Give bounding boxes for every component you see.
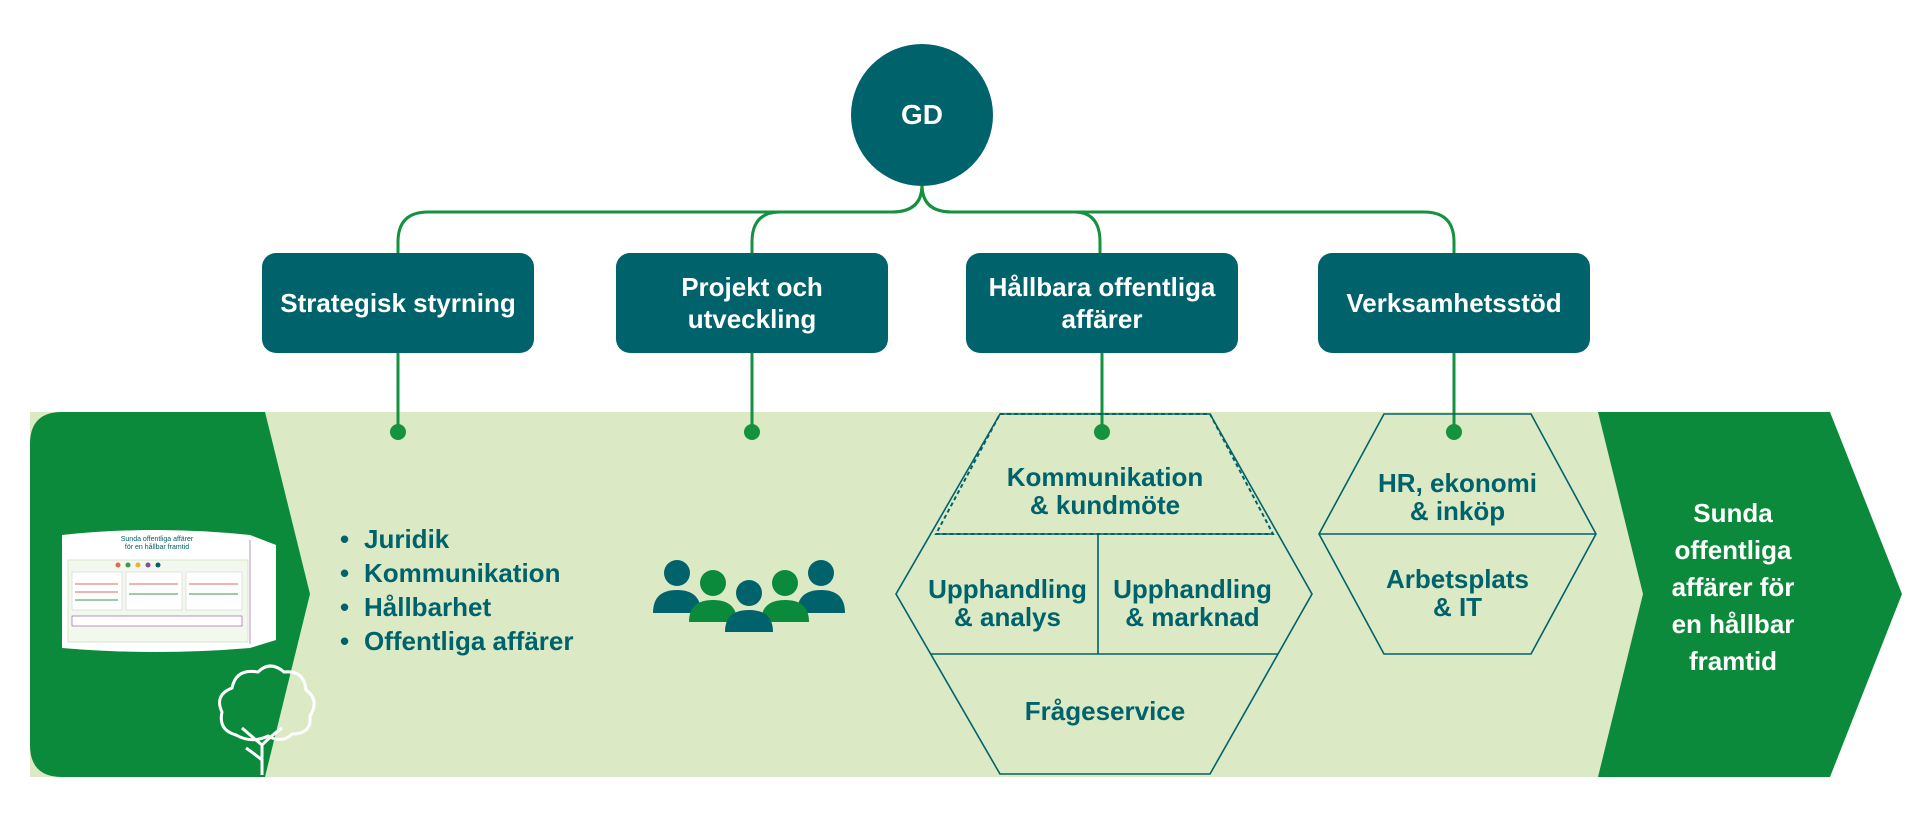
report-thumbnail-title: Sunda offentliga affärer för en hållbar … [120, 536, 194, 551]
bullet-item: Juridik [340, 522, 574, 556]
gd-node: GD [851, 44, 993, 186]
unit-hr-ekonomi-inkop: HR, ekonomi & inköp [1378, 468, 1537, 526]
unit-upphandling-marknad: Upphandling & marknad [1113, 574, 1272, 632]
bullet-item: Offentliga affärer [340, 624, 574, 658]
unit-kommunikation-kundmote: Kommunikation & kundmöte [1006, 462, 1204, 520]
connector-dots [390, 424, 1462, 440]
bullet-item: Hållbarhet [340, 590, 574, 624]
dept-verksamhetsstod: Verksamhetsstöd [1318, 253, 1590, 353]
connector-lines [396, 184, 1456, 432]
unit-frageservice: Frågeservice [1024, 696, 1186, 726]
outcome-arrow [1598, 412, 1902, 777]
strategy-bullet-list: Juridik Kommunikation Hållbarhet Offentl… [340, 522, 574, 658]
support-hexagon [1318, 413, 1597, 655]
bullet-item: Kommunikation [340, 556, 574, 590]
tree-icon [218, 664, 316, 775]
unit-arbetsplats-it: Arbetsplats & IT [1385, 564, 1530, 622]
sustainable-hexagon [895, 413, 1313, 775]
dept-strategisk-styrning: Strategisk styrning [262, 253, 534, 353]
report-thumbnail [62, 530, 276, 652]
outcome-text: Sunda offentliga affärer för en hållbar … [1671, 498, 1795, 676]
unit-upphandling-analys: Upphandling & analys [928, 574, 1087, 632]
people-group-icon [653, 560, 845, 632]
dept-projekt-och-utveckling: Projekt och utveckling [616, 253, 888, 353]
dept-hallbara-offentliga-affarer: Hållbara offentliga affärer [966, 253, 1238, 353]
